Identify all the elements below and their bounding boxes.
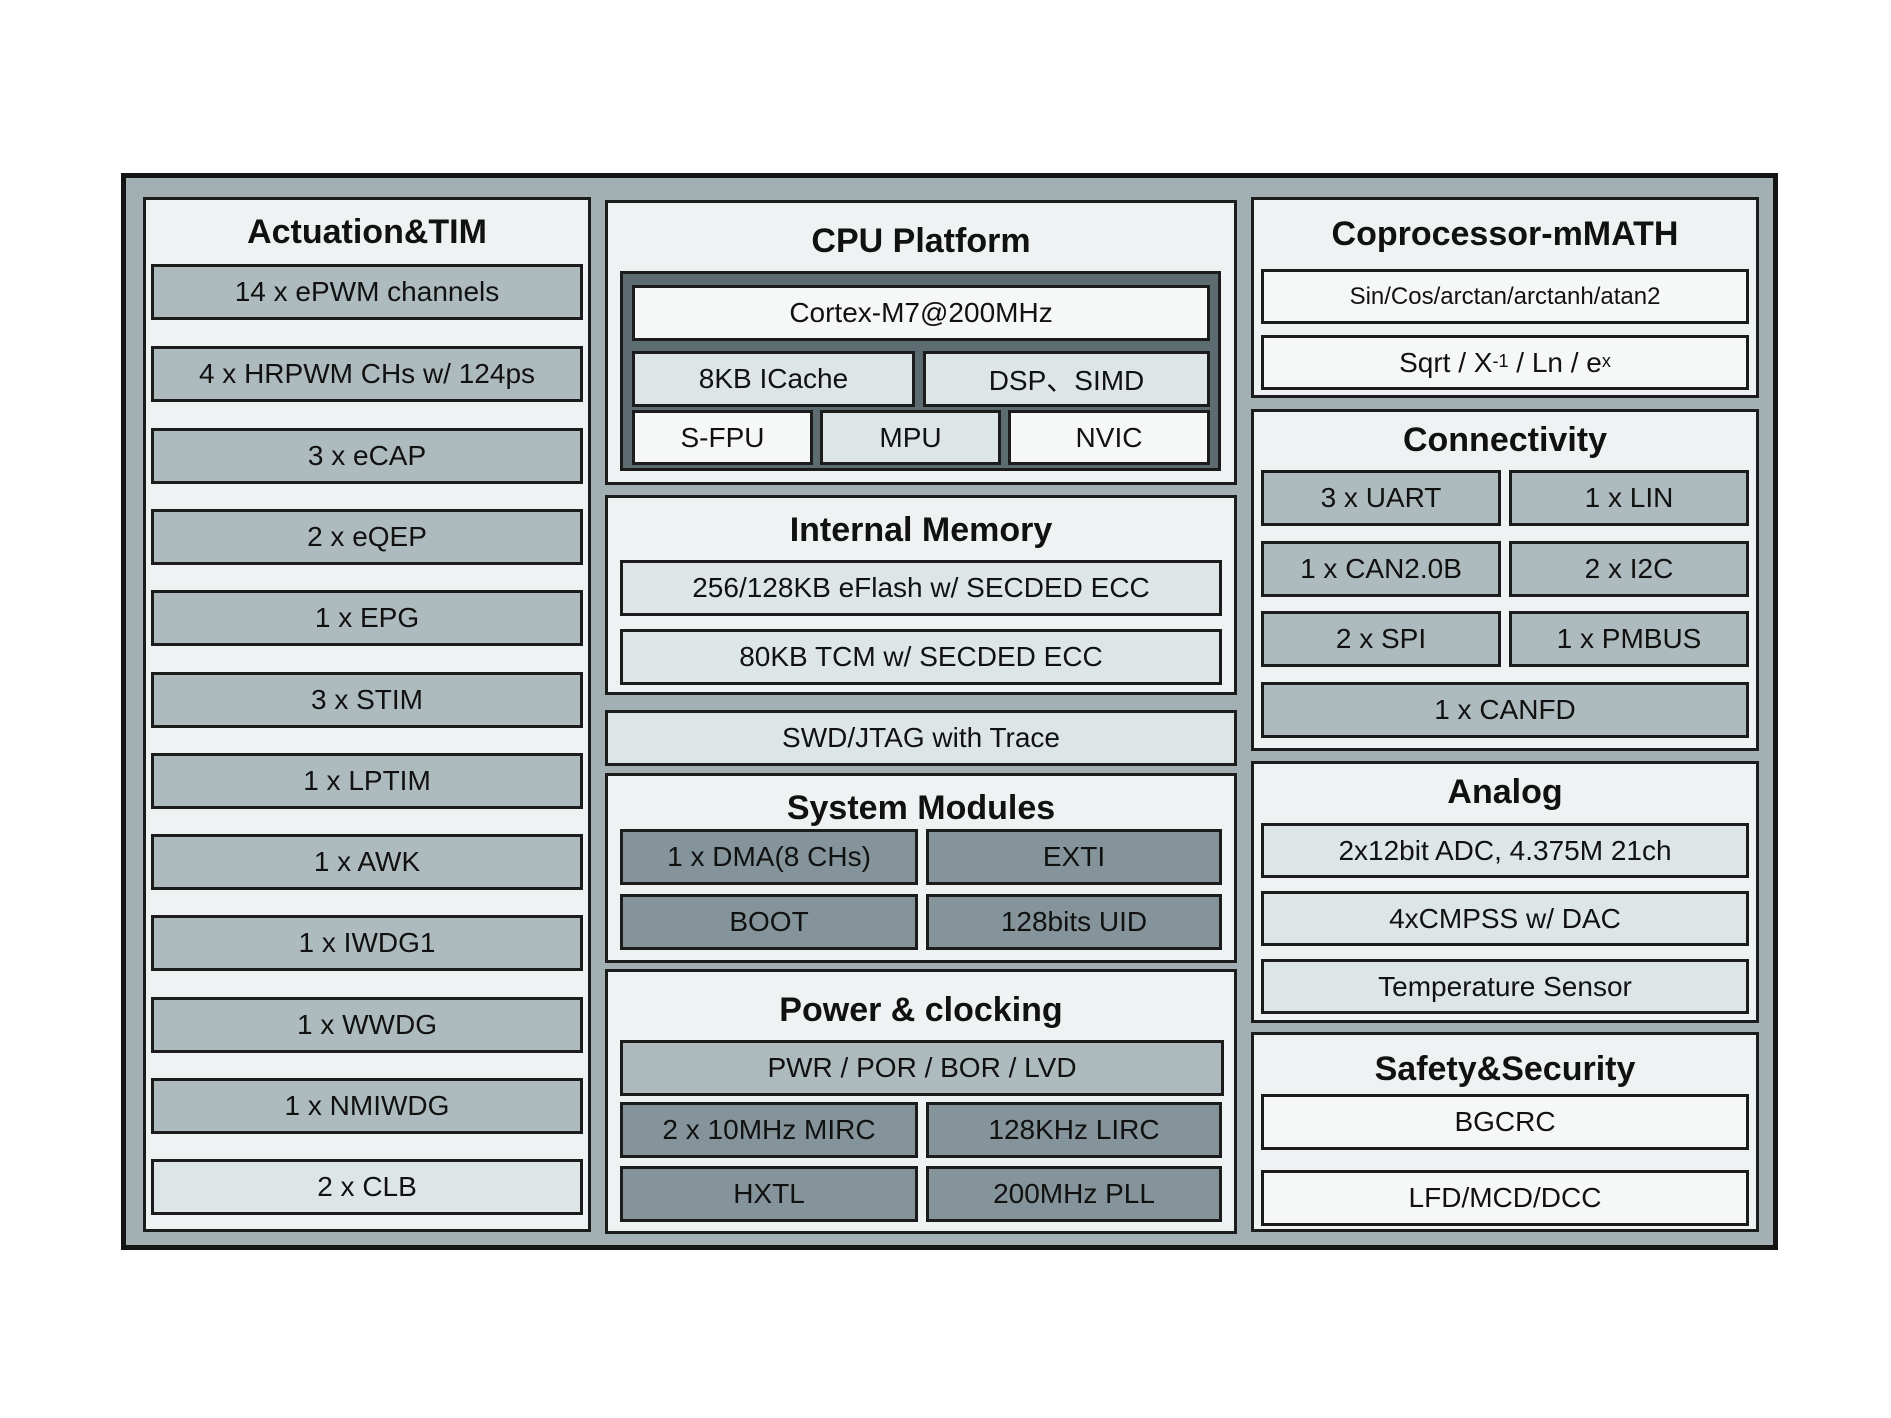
conn-can20b: 1 x CAN2.0B [1261,541,1501,597]
power-mirc: 2 x 10MHz MIRC [620,1102,918,1158]
connectivity-title: Connectivity [1402,421,1608,459]
coproc-sqrt-text-a: Sqrt / X [1399,346,1493,378]
system-modules-title: System Modules [786,789,1056,827]
coproc-trig: Sin/Cos/arctan/arctanh/atan2 [1261,269,1749,324]
cpu-nvic: NVIC [1008,410,1210,465]
actuation-item-awk: 1 x AWK [151,834,583,890]
conn-spi: 2 x SPI [1261,611,1501,667]
actuation-item-eqep: 2 x eQEP [151,509,583,565]
cpu-icache: 8KB ICache [632,351,915,407]
sysmod-dma: 1 x DMA(8 CHs) [620,829,918,885]
actuation-item-epg: 1 x EPG [151,590,583,646]
cpu-sfpu: S-FPU [632,410,813,465]
cpu-cortex-m7: Cortex-M7@200MHz [632,285,1210,341]
power-pll: 200MHz PLL [926,1166,1222,1222]
safety-title: Safety&Security [1374,1050,1636,1088]
memory-title: Internal Memory [789,511,1053,549]
actuation-item-stim: 3 x STIM [151,672,583,728]
actuation-item-hrpwm: 4 x HRPWM CHs w/ 124ps [151,346,583,402]
actuation-item-ecap: 3 x eCAP [151,428,583,484]
cpu-dsp-simd: DSP、SIMD [923,351,1210,407]
swd-jtag-block: SWD/JTAG with Trace [605,710,1237,766]
analog-title: Analog [1447,773,1563,811]
memory-eflash: 256/128KB eFlash w/ SECDED ECC [620,560,1222,616]
memory-tcm: 80KB TCM w/ SECDED ECC [620,629,1222,685]
actuation-title: Actuation&TIM [247,213,487,251]
cpu-mpu: MPU [820,410,1001,465]
power-title: Power & clocking [779,991,1063,1029]
actuation-item-iwdg1: 1 x IWDG1 [151,915,583,971]
conn-uart: 3 x UART [1261,470,1501,526]
sysmod-boot: BOOT [620,894,918,950]
safety-lfd-mcd-dcc: LFD/MCD/DCC [1261,1170,1749,1226]
analog-cmpss: 4xCMPSS w/ DAC [1261,891,1749,946]
power-hxtl: HXTL [620,1166,918,1222]
analog-temp-sensor: Temperature Sensor [1261,959,1749,1014]
actuation-item-clb: 2 x CLB [151,1159,583,1215]
power-lirc: 128KHz LIRC [926,1102,1222,1158]
conn-pmbus: 1 x PMBUS [1509,611,1749,667]
cpu-title: CPU Platform [811,222,1031,260]
coproc-sqrt-text-b: / Ln / e [1508,346,1602,378]
actuation-item-epwm: 14 x ePWM channels [151,264,583,320]
conn-lin: 1 x LIN [1509,470,1749,526]
conn-canfd: 1 x CANFD [1261,682,1749,738]
power-pwr-por: PWR / POR / BOR / LVD [620,1040,1224,1096]
conn-i2c: 2 x I2C [1509,541,1749,597]
sysmod-exti: EXTI [926,829,1222,885]
safety-bgcrc: BGCRC [1261,1094,1749,1150]
sysmod-uid: 128bits UID [926,894,1222,950]
coprocessor-title: Coprocessor-mMATH [1331,215,1679,253]
actuation-item-lptim: 1 x LPTIM [151,753,583,809]
actuation-item-wwdg: 1 x WWDG [151,997,583,1053]
actuation-item-nmiwdg: 1 x NMIWDG [151,1078,583,1134]
analog-adc: 2x12bit ADC, 4.375M 21ch [1261,823,1749,878]
